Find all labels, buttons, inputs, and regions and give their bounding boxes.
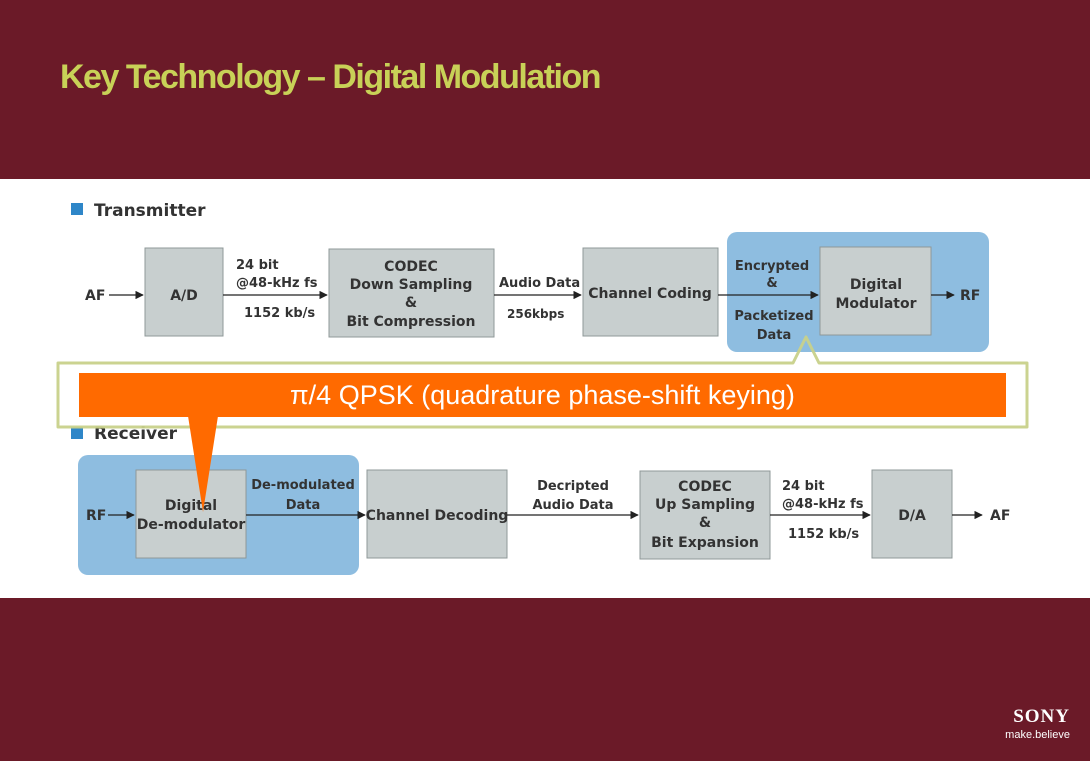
codec-up-line-3: & <box>699 515 711 531</box>
audio-data-label: Audio Data <box>499 276 580 291</box>
tx-input-label: AF <box>85 288 105 304</box>
da-block <box>871 469 953 559</box>
channel-decoding-label: Channel Decoding <box>366 508 509 524</box>
transmitter-heading: Transmitter <box>94 201 206 221</box>
ad-out-line1: 24 bit <box>236 258 279 273</box>
channel-coding-block <box>582 247 719 337</box>
sony-logo: SONY make.believe <box>1005 706 1070 741</box>
codec-up-line-4: Bit Expansion <box>651 535 759 551</box>
decripted-line-1: Decripted <box>537 479 609 494</box>
channel-decoding-block <box>366 469 508 559</box>
block-diagram: Transmitter AF A/D 24 bit @48-kHz fs 115… <box>71 201 1010 575</box>
receiver-marker <box>71 427 83 439</box>
rx-input-label: RF <box>86 508 106 524</box>
demod-out-line-1: De-modulated <box>251 478 355 493</box>
modulator-line-2: Modulator <box>836 296 917 312</box>
digital-modulator-block <box>819 246 932 336</box>
logo-brand: SONY <box>1013 706 1070 727</box>
codec-down-line-1: CODEC <box>384 259 438 275</box>
qpsk-callout-text: π/4 QPSK (quadrature phase-shift keying) <box>290 379 795 410</box>
encrypted-line-3: Packetized <box>734 309 813 324</box>
demod-out-line-2: Data <box>286 498 321 513</box>
tx-output-label: RF <box>960 288 980 304</box>
ad-label: A/D <box>170 288 198 304</box>
channel-coding-label: Channel Coding <box>588 286 712 302</box>
demod-line-1: Digital <box>165 498 217 514</box>
modulator-line-1: Digital <box>850 277 902 293</box>
transmitter-marker <box>71 203 83 215</box>
codec-up-block <box>639 470 771 560</box>
codec-up-line-1: CODEC <box>678 479 732 495</box>
da-label: D/A <box>898 508 926 524</box>
rx-output-label: AF <box>990 508 1010 524</box>
codec-down-line-3: & <box>405 295 417 311</box>
qpsk-callout: π/4 QPSK (quadrature phase-shift keying) <box>79 373 1006 417</box>
codec-out-line2: @48-kHz fs <box>782 497 864 512</box>
codec-down-line-4: Bit Compression <box>347 314 476 330</box>
receiver-heading: Receiver <box>94 424 178 444</box>
rate-annotation: 256kbps <box>507 307 564 321</box>
codec-rate: 1152 kb/s <box>788 527 859 542</box>
demod-line-2: De-modulator <box>137 517 246 533</box>
ad-rate: 1152 kb/s <box>244 306 315 321</box>
codec-down-block <box>328 248 495 338</box>
codec-up-line-2: Up Sampling <box>655 497 755 513</box>
codec-down-line-2: Down Sampling <box>350 277 473 293</box>
encrypted-line-1: Encrypted <box>735 259 809 274</box>
logo-tagline: make.believe <box>1005 729 1070 741</box>
encrypted-line-2: & <box>766 276 777 291</box>
encrypted-line-4: Data <box>757 328 792 343</box>
ad-out-line2: @48-kHz fs <box>236 276 318 291</box>
decripted-line-2: Audio Data <box>532 498 613 513</box>
codec-out-line1: 24 bit <box>782 479 825 494</box>
slide-title: Key Technology – Digital Modulation <box>60 58 602 96</box>
digital-demodulator-block <box>135 469 247 559</box>
ad-block <box>144 247 224 337</box>
